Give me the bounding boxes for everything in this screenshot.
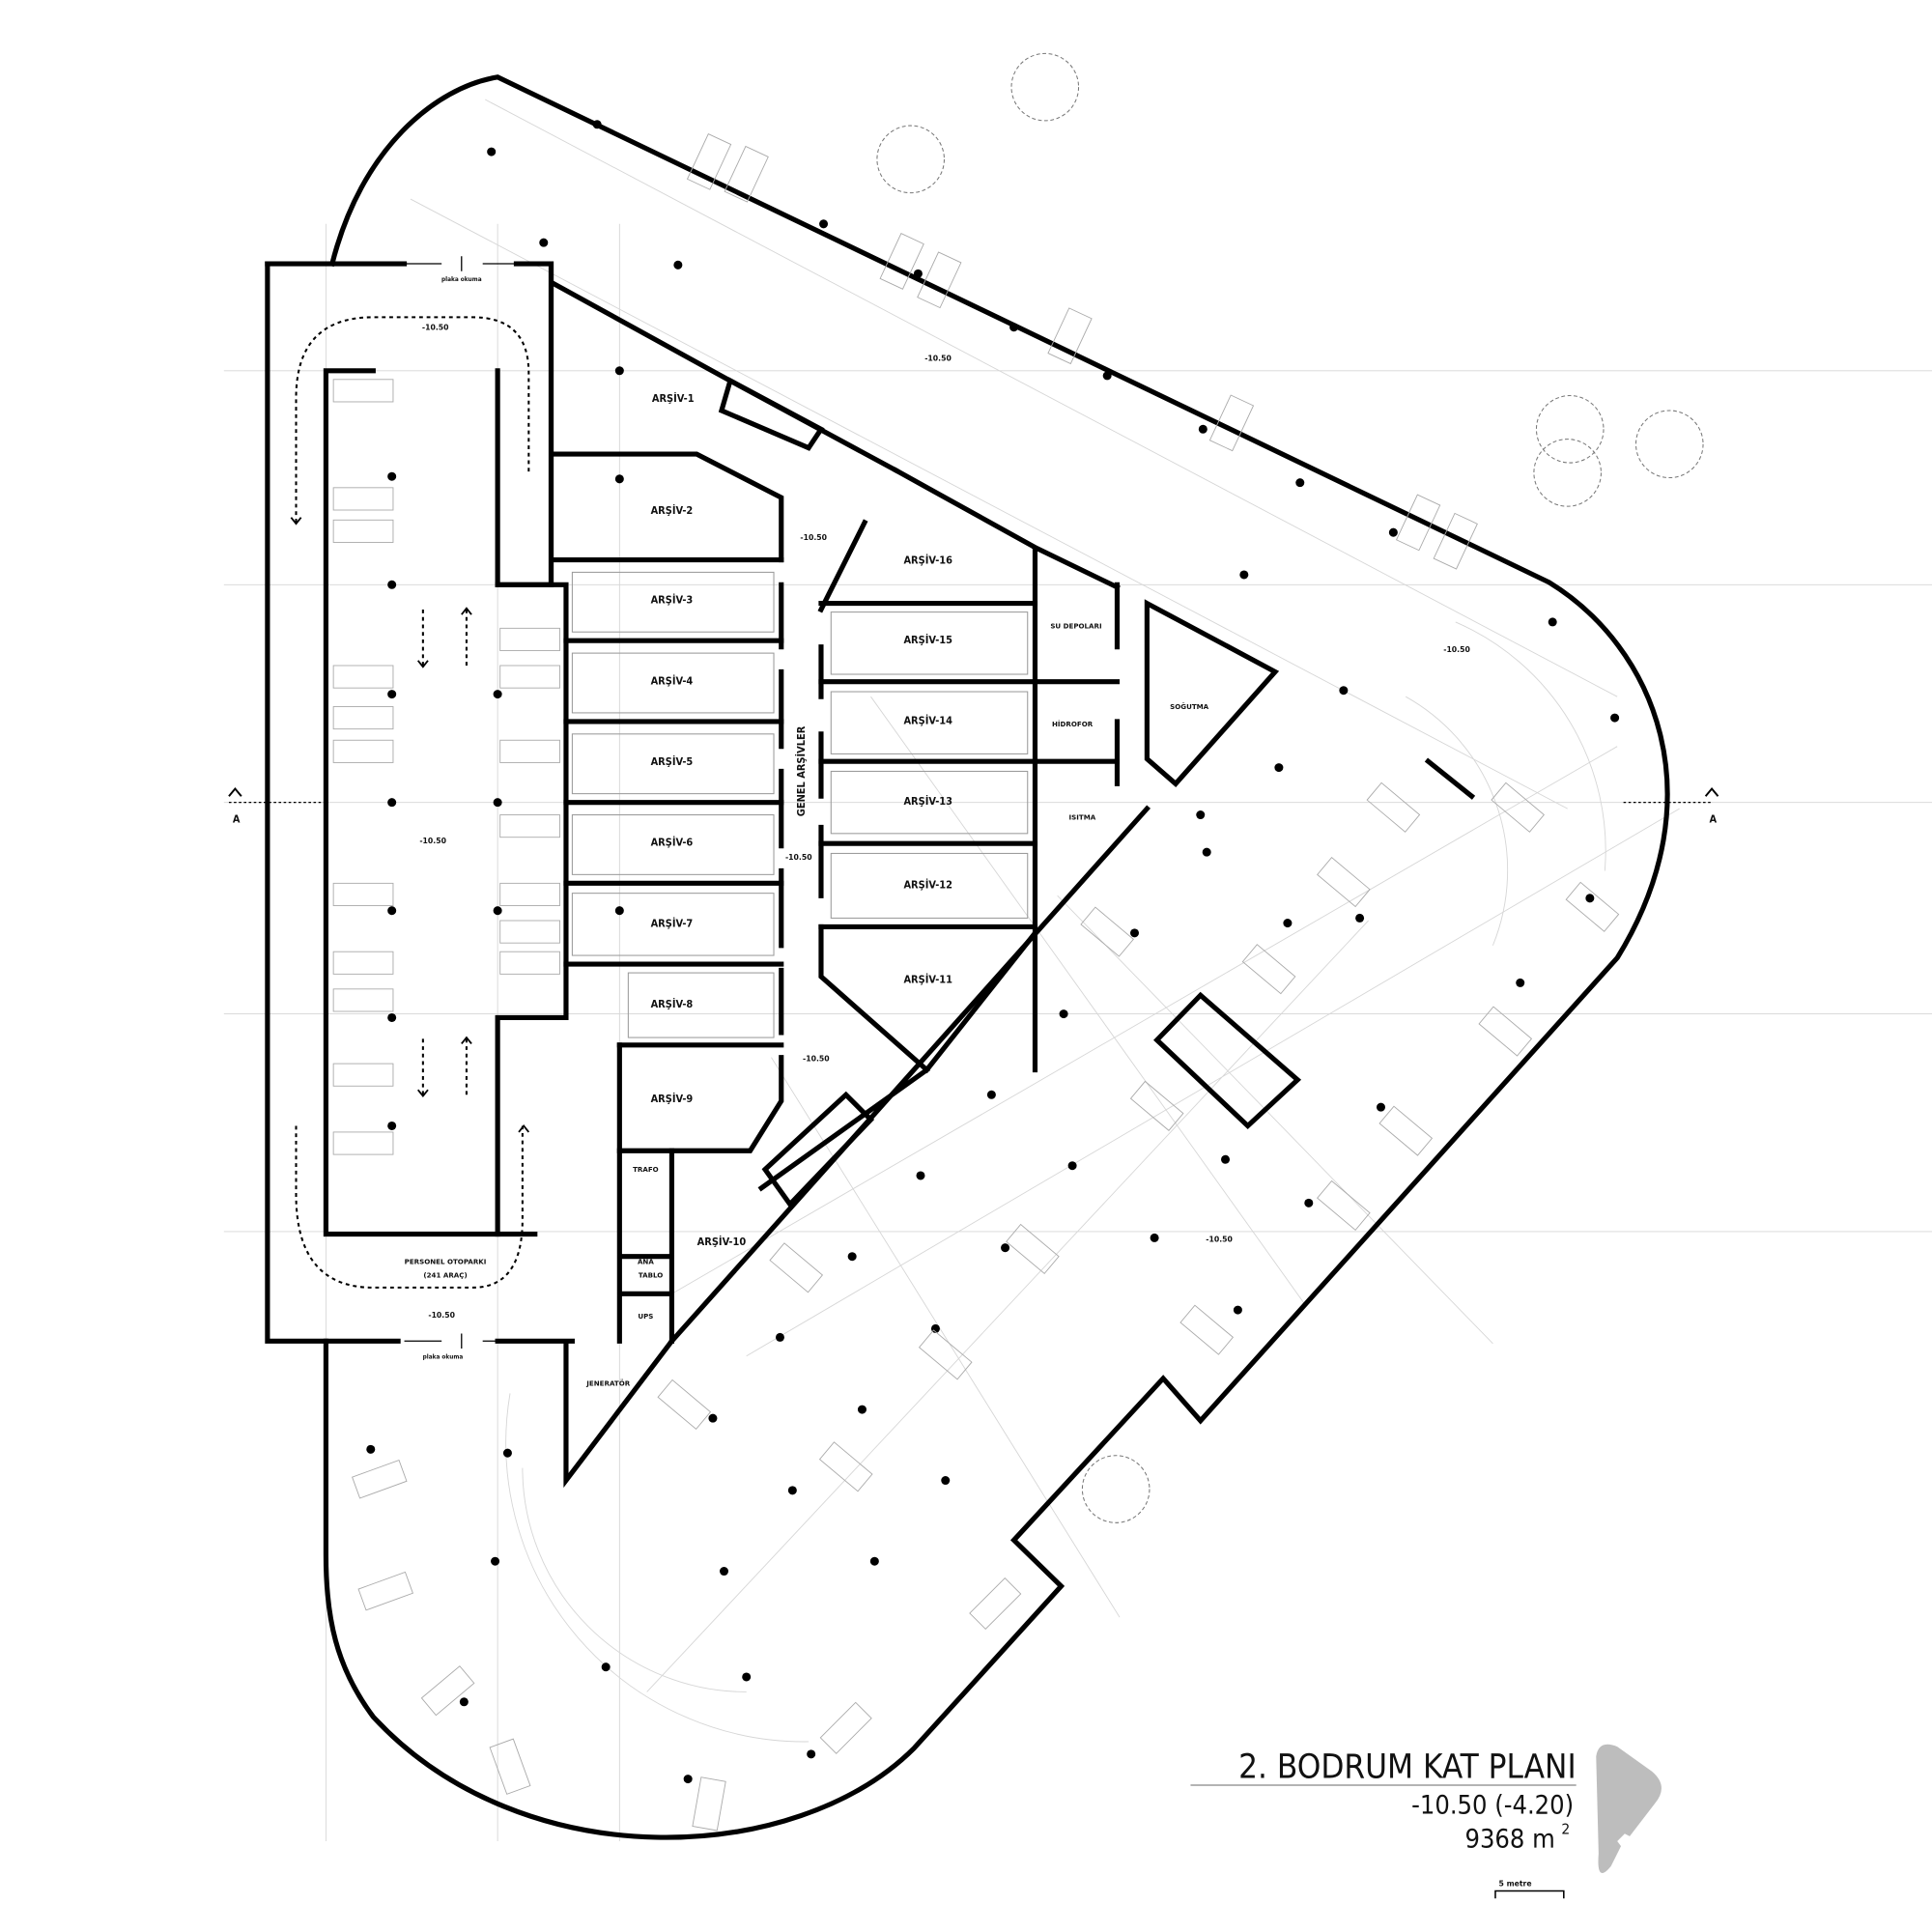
elevation-label: -10.50 [800,533,827,542]
room-ana-tablo: ANA [638,1257,654,1265]
room-arsiv-3: ARŞİV-3 [651,593,694,607]
room-arsiv-2: ARŞİV-2 [651,503,694,517]
plate-reader-top: plaka okuma [441,277,482,283]
plan-area-unit-superscript: 2 [1561,1820,1570,1837]
room-isitma: ISITMA [1069,813,1096,822]
room-ups: UPS [638,1312,653,1321]
parking-capacity: (241 ARAÇ) [423,1271,467,1280]
room-ana-tablo-line2: TABLO [639,1271,663,1280]
plate-reader-bottom: plaka okuma [423,1354,464,1360]
outer-boundary-wall [323,74,1670,1840]
elevation-label: -10.50 [803,1055,830,1064]
structural-columns [366,120,1620,1784]
room-jenerator: JENERATÖR [585,1379,630,1388]
room-arsiv-16: ARŞİV-16 [903,553,952,566]
parking-stalls [352,133,1620,1832]
section-label-left: A [233,812,241,825]
room-hidrofor: HİDROFOR [1052,720,1094,728]
room-labels: ARŞİV-1 ARŞİV-2 ARŞİV-3 ARŞİV-4 ARŞİV-5 … [405,277,1209,1388]
personnel-parking [265,256,575,1350]
room-arsiv-10: ARŞİV-10 [697,1235,747,1248]
room-arsiv-1: ARŞİV-1 [652,391,695,405]
elevation-labels: -10.50 -10.50 -10.50 -10.50 -10.50 -10.5… [419,323,1470,1320]
elevation-label: -10.50 [1206,1235,1233,1243]
room-arsiv-15: ARŞİV-15 [903,633,952,646]
archive-walls [550,280,1476,1489]
plan-title: 2. BODRUM KAT PLANI [1238,1747,1577,1786]
elevation-label: -10.50 [428,1311,455,1320]
parking-name: PERSONEL OTOPARKI [405,1257,487,1265]
scale-bar [1494,1889,1565,1899]
elevation-label: -10.50 [419,837,446,845]
room-arsiv-7: ARŞİV-7 [651,916,694,929]
room-su-depolari: SU DEPOLARI [1050,621,1101,630]
title-block: 2. BODRUM KAT PLANI -10.50 (-4.20) 9368 … [1190,1744,1662,1899]
scale-bar-label: 5 metre [1499,1879,1532,1888]
section-label-right: A [1710,812,1718,825]
elevation-label: -10.50 [1443,645,1470,654]
room-trafo: TRAFO [633,1165,659,1174]
elevation-label: -10.50 [785,853,812,862]
corridor-genel-arsivler: GENEL ARŞİVLER [794,725,808,816]
trees [876,52,1704,1523]
room-arsiv-4: ARŞİV-4 [651,673,694,687]
room-arsiv-11: ARŞİV-11 [903,972,952,985]
room-arsiv-5: ARŞİV-5 [651,754,694,768]
room-arsiv-12: ARŞİV-12 [903,878,952,892]
elevation-label: -10.50 [422,323,449,331]
elevation-label: -10.50 [924,354,952,362]
room-arsiv-6: ARŞİV-6 [651,836,694,849]
plan-level: -10.50 (-4.20) [1411,1791,1574,1821]
room-arsiv-8: ARŞİV-8 [651,997,694,1010]
room-arsiv-9: ARŞİV-9 [651,1092,694,1105]
structural-grid [223,99,1932,1841]
section-marker-left: A [228,786,327,825]
section-marker-right: A [1623,786,1719,825]
room-arsiv-14: ARŞİV-14 [903,714,952,727]
plan-area: 9368 m [1464,1824,1554,1854]
room-sogutma: SOĞUTMA [1170,702,1209,711]
room-arsiv-13: ARŞİV-13 [903,794,952,808]
key-plan-icon [1596,1744,1662,1873]
